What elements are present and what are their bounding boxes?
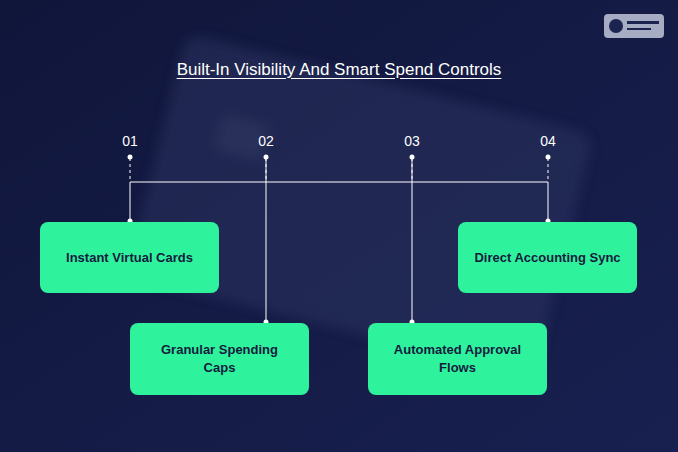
feature-label: Granular Spending Caps — [145, 341, 295, 377]
diagram-title: Built-In Visibility And Smart Spend Cont… — [0, 60, 678, 80]
callout-number: 04 — [528, 133, 568, 149]
feature-label: Automated Approval Flows — [383, 341, 533, 377]
logo-bar — [627, 21, 659, 24]
logo-bar — [627, 28, 651, 30]
feature-box: Automated Approval Flows — [368, 323, 547, 395]
feature-label: Direct Accounting Sync — [474, 249, 620, 267]
logo-mark — [609, 19, 623, 33]
feature-box: Granular Spending Caps — [130, 323, 309, 395]
callout-number: 01 — [110, 133, 150, 149]
feature-box: Direct Accounting Sync — [458, 222, 637, 293]
feature-label: Instant Virtual Cards — [66, 249, 193, 267]
callout-number: 02 — [246, 133, 286, 149]
feature-box: Instant Virtual Cards — [40, 222, 219, 293]
callout-number: 03 — [392, 133, 432, 149]
logo-badge — [604, 14, 664, 38]
